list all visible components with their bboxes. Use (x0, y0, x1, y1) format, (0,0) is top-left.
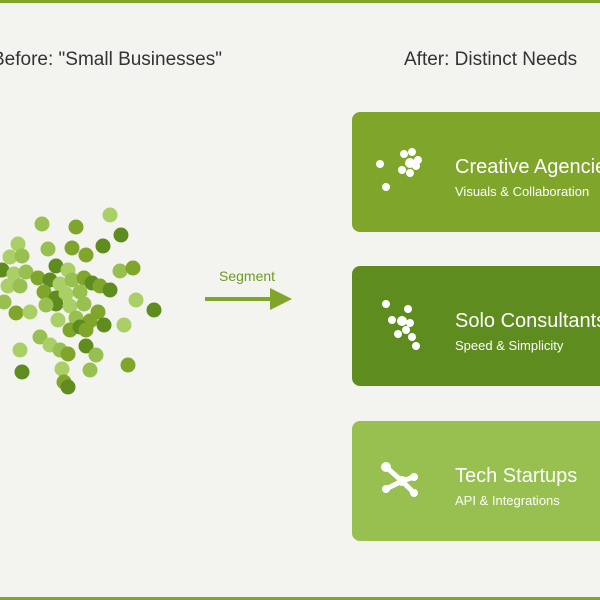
cluster-dot (125, 260, 141, 276)
segment-card-tech-startups: Tech Startups API & Integrations (352, 421, 600, 541)
cluster-dot (10, 236, 26, 252)
cluster-dot (0, 278, 16, 294)
cluster-dot (95, 238, 111, 254)
cluster-dot (6, 266, 22, 282)
cluster-dot (8, 305, 24, 321)
segment-subtitle: API & Integrations (455, 493, 560, 508)
cluster-dot (68, 219, 84, 235)
cluster-dot (64, 240, 80, 256)
cluster-dot (38, 297, 54, 313)
cluster-dot (78, 322, 94, 338)
segment-title: Solo Consultants (455, 310, 600, 332)
cluster-dot (2, 249, 18, 265)
cluster-dot (36, 284, 52, 300)
cluster-dot (116, 317, 132, 333)
cluster-dot (78, 338, 94, 354)
cluster-dot (102, 207, 118, 223)
cluster-dot (76, 296, 92, 312)
cluster-dot (12, 342, 28, 358)
cluster-dot (18, 264, 34, 280)
segment-subtitle: Speed & Simplicity (455, 338, 564, 353)
segment-card-solo-consultants: Solo Consultants Speed & Simplicity (352, 266, 600, 386)
cluster-dot (32, 329, 48, 345)
cluster-dot (72, 284, 88, 300)
bottom-border (0, 597, 600, 600)
cluster-dot (54, 361, 70, 377)
segment-title: Creative Agencies (455, 156, 600, 178)
top-border (0, 0, 600, 3)
cluster-dot (60, 379, 76, 395)
cluster-dot (78, 247, 94, 263)
undifferentiated-dot-cluster (0, 207, 162, 395)
cluster-dot (96, 317, 112, 333)
cluster-dot (12, 278, 28, 294)
cluster-dot (62, 298, 78, 314)
cluster-dot (102, 282, 118, 298)
scatter-dots-icon (382, 300, 420, 350)
cluster-dot (34, 216, 50, 232)
cluster-dot (14, 248, 30, 264)
cluster-dot (0, 294, 12, 310)
cluster-dot (58, 286, 74, 302)
segment-card-creative-agencies: Creative Agencies Visuals & Collaboratio… (352, 112, 600, 232)
cluster-dot (22, 304, 38, 320)
cluster-dot (82, 362, 98, 378)
cluster-dot (120, 357, 136, 373)
cluster-dot (30, 270, 46, 286)
segment-title: Tech Startups (455, 465, 578, 487)
cluster-dot (60, 346, 76, 362)
after-heading: After: Distinct Needs (404, 49, 578, 70)
cluster-dot (113, 227, 129, 243)
cluster-dot (50, 312, 66, 328)
cluster-dot (64, 272, 80, 288)
cluster-dot (146, 302, 162, 318)
cluster-dot (40, 241, 56, 257)
segment-arrow-label: Segment (219, 268, 276, 284)
cluster-dot (48, 258, 64, 274)
cluster-dot (88, 347, 104, 363)
right-arrow-icon (205, 288, 292, 310)
cluster-dot (112, 263, 128, 279)
scatter-dots-icon (376, 148, 422, 191)
segment-subtitle: Visuals & Collaboration (455, 184, 590, 199)
cluster-dot (128, 292, 144, 308)
cluster-dot (14, 364, 30, 380)
segment-arrow: Segment (200, 266, 300, 316)
before-heading: Before: "Small Businesses" (0, 49, 222, 70)
connected-nodes-icon (381, 462, 418, 497)
